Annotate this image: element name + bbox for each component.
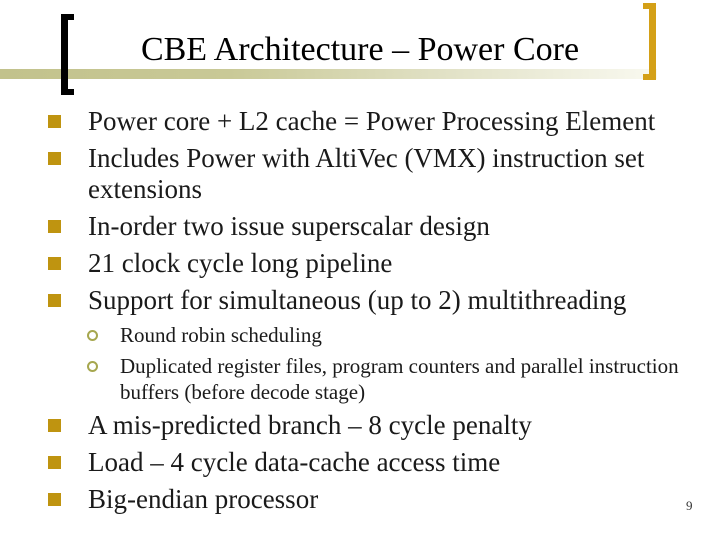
bullet-text: Includes Power with AltiVec (VMX) instru… — [88, 143, 645, 204]
page-number: 9 — [686, 498, 693, 513]
bullet-item: Includes Power with AltiVec (VMX) instru… — [48, 143, 708, 205]
bullet-text: Load – 4 cycle data-cache access time — [88, 447, 501, 477]
sub-bullet-text: Round robin scheduling — [120, 323, 322, 347]
bullet-item: Big-endian processor — [48, 484, 708, 515]
bullet-item: A mis-predicted branch – 8 cycle penalty — [48, 410, 708, 441]
bullet-item: Power core + L2 cache = Power Processing… — [48, 106, 708, 137]
bullet-text: 21 clock cycle long pipeline — [88, 248, 393, 278]
bullet-text: Big-endian processor — [88, 484, 319, 514]
square-bullet-icon — [48, 456, 61, 469]
slide-title: CBE Architecture – Power Core — [140, 31, 580, 68]
square-bullet-icon — [48, 152, 61, 165]
right-bracket-decoration — [643, 3, 656, 80]
square-bullet-icon — [48, 493, 61, 506]
sub-bullet-text: Duplicated register files, program count… — [120, 354, 679, 404]
square-bullet-icon — [48, 294, 61, 307]
bullet-text: Support for simultaneous (up to 2) multi… — [88, 285, 627, 315]
title-underline-rule — [0, 69, 657, 79]
sub-bullet-item: Duplicated register files, program count… — [48, 353, 708, 405]
left-bracket-decoration — [61, 14, 74, 95]
square-bullet-icon — [48, 419, 61, 432]
bullet-item: 21 clock cycle long pipeline — [48, 248, 708, 279]
bullet-text: A mis-predicted branch – 8 cycle penalty — [88, 410, 532, 440]
slide-body: Power core + L2 cache = Power Processing… — [48, 106, 708, 521]
square-bullet-icon — [48, 220, 61, 233]
bullet-item: In-order two issue superscalar design — [48, 211, 708, 242]
sub-bullet-item: Round robin scheduling — [48, 322, 708, 348]
bullet-item: Support for simultaneous (up to 2) multi… — [48, 285, 708, 316]
circle-bullet-icon — [87, 330, 98, 341]
circle-bullet-icon — [87, 361, 98, 372]
bullet-text: Power core + L2 cache = Power Processing… — [88, 106, 656, 136]
square-bullet-icon — [48, 115, 61, 128]
square-bullet-icon — [48, 257, 61, 270]
bullet-text: In-order two issue superscalar design — [88, 211, 490, 241]
bullet-item: Load – 4 cycle data-cache access time — [48, 447, 708, 478]
